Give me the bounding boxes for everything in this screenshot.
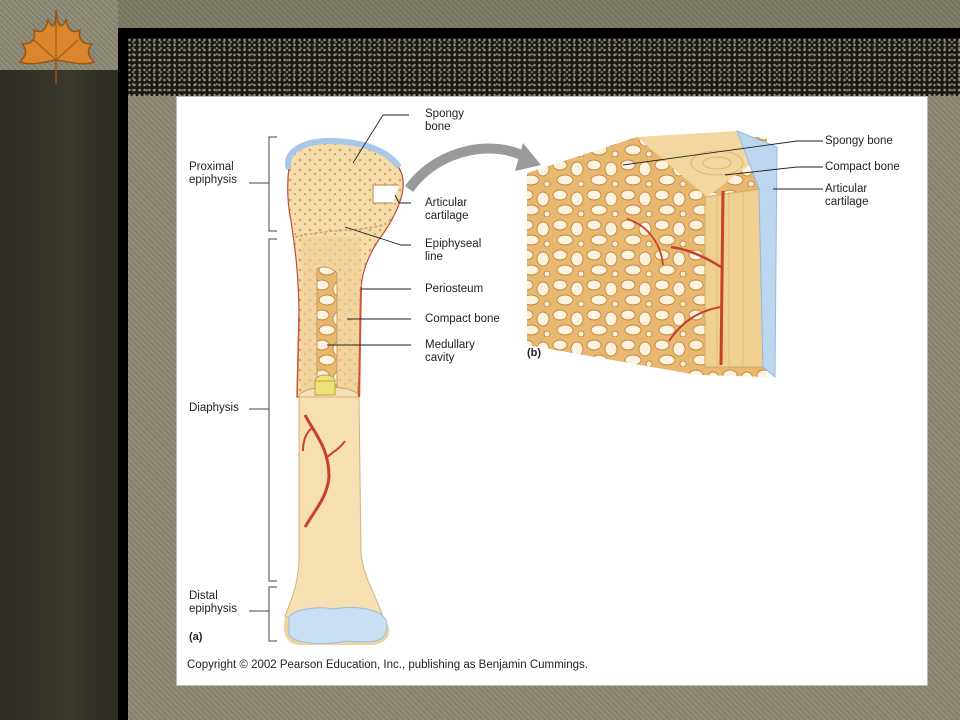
panel-label-a: (a) xyxy=(189,631,203,643)
bone-illustration xyxy=(249,114,823,645)
region-brackets xyxy=(249,136,277,642)
label-spongy-bone-b: Spongy bone xyxy=(825,135,893,147)
spongy-bone-detail xyxy=(527,130,778,379)
label-spongy-bone-a: Spongy bone xyxy=(425,108,465,133)
long-bone xyxy=(283,137,404,645)
panel-label-b: (b) xyxy=(527,347,542,359)
label-proximal-epiphysis: Proximal epiphysis xyxy=(189,161,237,186)
zoom-arrow xyxy=(404,143,532,193)
label-articular-cartilage-b: Articular cartilage xyxy=(825,183,869,208)
leader-lines-b xyxy=(622,140,823,190)
label-articular-cartilage-a: Articular cartilage xyxy=(425,197,469,222)
label-periosteum: Periosteum xyxy=(425,283,484,295)
label-distal-epiphysis: Distal epiphysis xyxy=(189,590,237,615)
leader-lines-a xyxy=(327,114,411,346)
label-compact-bone-b: Compact bone xyxy=(825,161,900,173)
bone-diagram-figure: Proximal epiphysis Diaphysis Distal epip… xyxy=(176,96,928,686)
maple-leaf-icon xyxy=(18,9,96,84)
articular-cartilage-proximal xyxy=(285,137,402,170)
slide-top-bar xyxy=(118,0,960,32)
label-diaphysis: Diaphysis xyxy=(189,402,239,414)
slide-left-bar xyxy=(0,70,118,720)
label-medullary-cavity: Medullary cavity xyxy=(425,339,475,364)
label-epiphyseal-line: Epiphyseal line xyxy=(425,238,482,263)
slide-dither-band xyxy=(128,38,960,96)
label-compact-bone-a: Compact bone xyxy=(425,313,500,325)
copyright-notice: Copyright © 2002 Pearson Education, Inc.… xyxy=(187,659,588,671)
